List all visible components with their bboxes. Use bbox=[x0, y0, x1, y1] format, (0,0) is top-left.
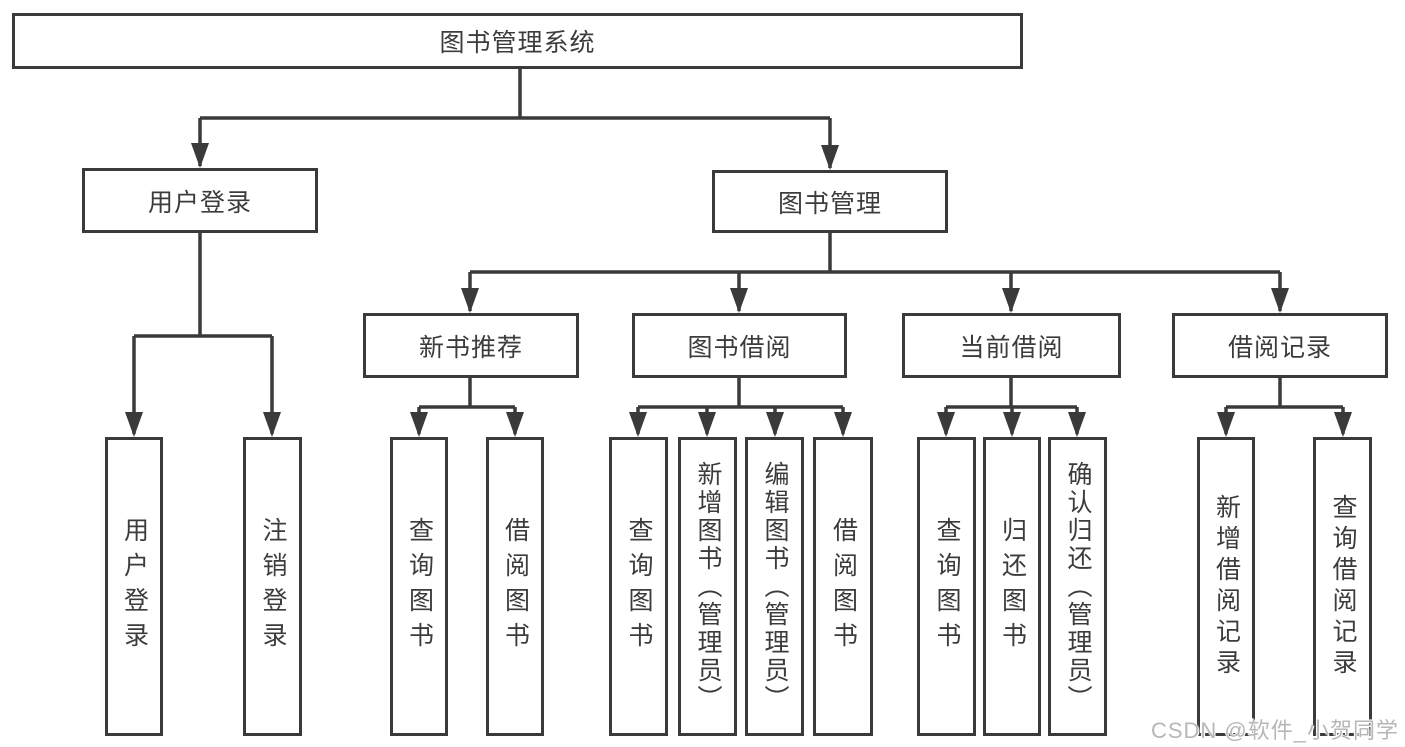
leaf-borrow-books-recommend-label: 借阅图书 bbox=[501, 516, 530, 657]
leaf-add-borrow-record-label: 新增借阅记录 bbox=[1212, 493, 1241, 680]
node-user-login-label: 用户登录 bbox=[147, 188, 252, 217]
leaf-query-books-current: 查询图书 bbox=[917, 437, 976, 736]
leaf-query-books-current-label: 查询图书 bbox=[933, 516, 961, 657]
leaf-confirm-return-admin-label: 确认归还（管理员） bbox=[1064, 460, 1092, 713]
node-new-book-recommend-label: 新书推荐 bbox=[418, 333, 523, 362]
leaf-logout: 注销登录 bbox=[243, 437, 302, 736]
node-user-login: 用户登录 bbox=[82, 168, 318, 233]
leaf-borrow-books-recommend: 借阅图书 bbox=[486, 437, 544, 736]
node-root-label: 图书管理系统 bbox=[439, 29, 596, 57]
node-current-borrowing-label: 当前借阅 bbox=[959, 333, 1064, 362]
node-book-borrowing-label: 图书借阅 bbox=[687, 333, 792, 362]
node-book-management-label: 图书管理 bbox=[777, 189, 882, 218]
node-borrowing-records-label: 借阅记录 bbox=[1227, 333, 1332, 362]
node-new-book-recommend: 新书推荐 bbox=[363, 313, 579, 378]
leaf-query-borrow-record-label: 查询借阅记录 bbox=[1329, 493, 1357, 680]
node-borrowing-records: 借阅记录 bbox=[1172, 313, 1388, 378]
node-root: 图书管理系统 bbox=[12, 13, 1023, 69]
leaf-return-books: 归还图书 bbox=[983, 437, 1041, 736]
leaf-edit-books-admin-label: 编辑图书（管理员） bbox=[761, 460, 789, 713]
watermark: CSDN @软件_小贺同学 bbox=[1150, 718, 1399, 743]
node-book-borrowing: 图书借阅 bbox=[632, 313, 847, 378]
node-current-borrowing: 当前借阅 bbox=[902, 313, 1121, 378]
leaf-query-borrow-record: 查询借阅记录 bbox=[1313, 437, 1372, 736]
leaf-add-books-admin-label: 新增图书（管理员） bbox=[694, 460, 722, 713]
leaf-user-login: 用户登录 bbox=[105, 437, 163, 736]
leaf-user-login-label: 用户登录 bbox=[120, 516, 149, 657]
leaf-query-books-recommend: 查询图书 bbox=[390, 437, 448, 736]
leaf-return-books-label: 归还图书 bbox=[998, 516, 1027, 657]
leaf-edit-books-admin: 编辑图书（管理员） bbox=[745, 437, 804, 736]
leaf-borrow-books-borrowing-label: 借阅图书 bbox=[829, 516, 858, 657]
leaf-query-books-recommend-label: 查询图书 bbox=[405, 516, 434, 657]
arrowheads bbox=[125, 143, 1352, 437]
leaf-query-books-borrowing-label: 查询图书 bbox=[625, 516, 653, 657]
leaf-query-books-borrowing: 查询图书 bbox=[609, 437, 668, 736]
leaf-logout-label: 注销登录 bbox=[259, 516, 287, 657]
leaf-borrow-books-borrowing: 借阅图书 bbox=[813, 437, 873, 736]
leaf-confirm-return-admin: 确认归还（管理员） bbox=[1048, 437, 1107, 736]
leaf-add-borrow-record: 新增借阅记录 bbox=[1197, 437, 1255, 736]
leaf-add-books-admin: 新增图书（管理员） bbox=[678, 437, 737, 736]
node-book-management: 图书管理 bbox=[712, 170, 948, 233]
